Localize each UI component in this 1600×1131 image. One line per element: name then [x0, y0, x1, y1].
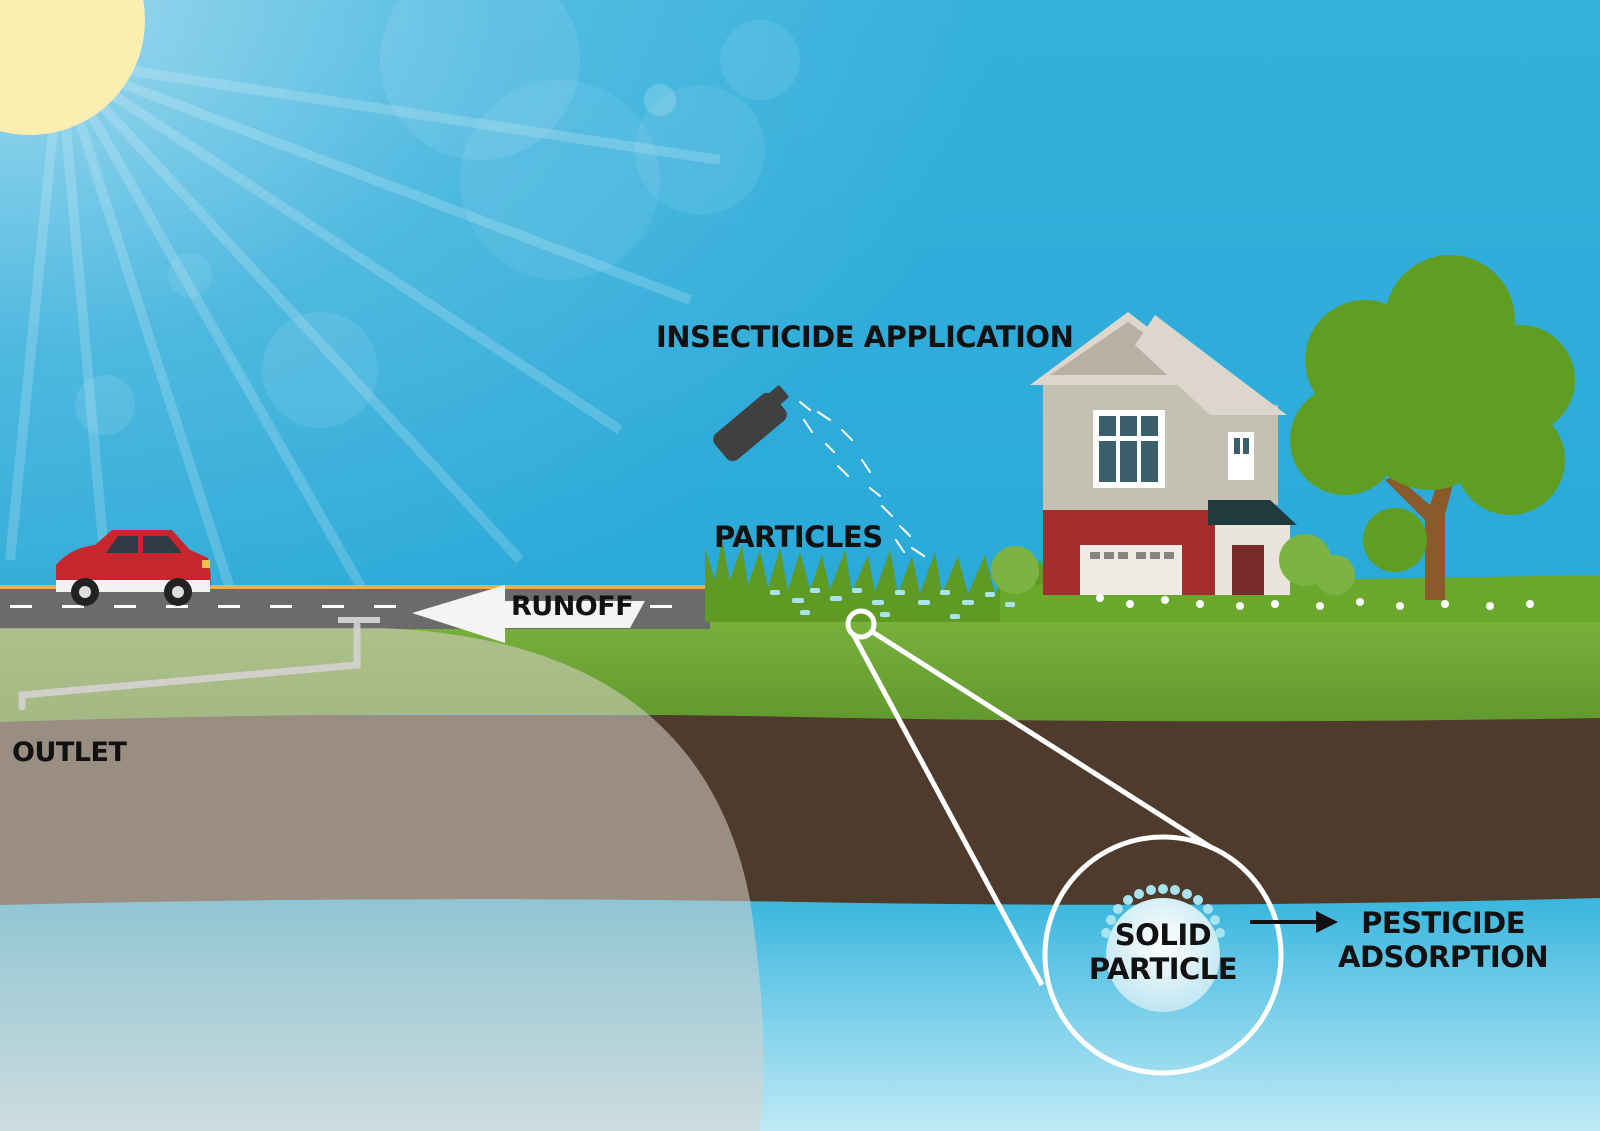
zoom-callout — [845, 608, 1284, 1076]
sun-rays — [5, 55, 721, 623]
spray-droplets — [799, 401, 925, 557]
contaminant-plume — [0, 628, 764, 1131]
car — [56, 530, 211, 606]
solid-particle — [1106, 898, 1220, 1012]
flowers — [1096, 594, 1534, 610]
solid-particle-label-line2: PARTICLE — [1088, 952, 1238, 986]
sun — [0, 0, 145, 135]
bushes — [991, 534, 1355, 595]
outlet-label: OUTLET — [12, 737, 127, 768]
solid-particle-label-line1: SOLID — [1114, 918, 1212, 952]
runoff-label: RUNOFF — [511, 591, 634, 622]
lens-flares — [75, 0, 800, 435]
particles-label: PARTICLES — [714, 520, 883, 554]
house — [1030, 312, 1297, 595]
adsorption-arrow — [1250, 911, 1338, 933]
runoff-arrow — [412, 585, 645, 643]
pesticide-adsorption-label: PESTICIDE ADSORPTION — [1338, 906, 1549, 974]
tree — [1290, 255, 1575, 600]
adsorbed-molecules — [1101, 884, 1225, 938]
spray-can-icon — [713, 385, 789, 462]
pesticide-adsorption-label-line2: ADSORPTION — [1338, 940, 1549, 974]
insecticide-application-label: INSECTICIDE APPLICATION — [656, 320, 1074, 354]
pesticide-adsorption-label-line1: PESTICIDE — [1361, 906, 1526, 940]
particle-cluster — [770, 588, 1015, 619]
solid-particle-label: SOLID PARTICLE — [1080, 918, 1246, 986]
